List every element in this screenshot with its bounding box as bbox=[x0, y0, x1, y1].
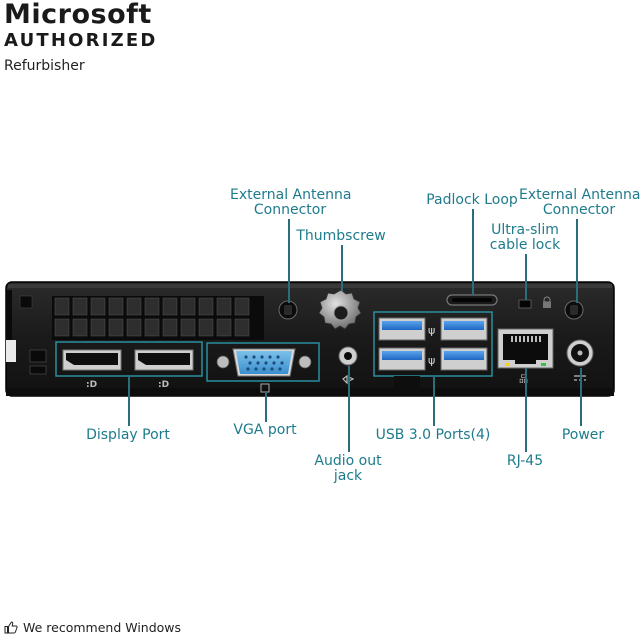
label-audio-out-jack: Audio out jack bbox=[303, 454, 393, 484]
label-line: External Antenna bbox=[519, 187, 640, 203]
label-line: Connector bbox=[542, 202, 616, 218]
svg-text:ψ: ψ bbox=[428, 324, 435, 337]
leader-power bbox=[580, 368, 582, 426]
brand-refurbisher: Refurbisher bbox=[4, 58, 85, 74]
display-port-pair: :D :D bbox=[55, 341, 203, 390]
label-ultra-slim-cable-lock: Ultra-slim cable lock bbox=[482, 223, 568, 253]
label-rj45: RJ-45 bbox=[506, 453, 544, 469]
label-power: Power bbox=[561, 427, 605, 443]
leader-ext-antenna-left bbox=[288, 219, 290, 303]
label-line: External Antenna bbox=[230, 187, 352, 203]
label-external-antenna-right: External Antenna Connector bbox=[519, 187, 640, 218]
padlock-loop bbox=[446, 294, 498, 306]
label-thumbscrew: Thumbscrew bbox=[296, 228, 386, 244]
brand-microsoft: Microsoft bbox=[4, 0, 152, 30]
svg-text::D: :D bbox=[158, 380, 169, 390]
audio-jack bbox=[338, 346, 358, 385]
label-external-antenna-left: External Antenna Connector bbox=[230, 187, 352, 218]
svg-text:ψ: ψ bbox=[428, 354, 435, 367]
leader-rj45 bbox=[525, 368, 527, 452]
label-line: Ultra-slim bbox=[491, 222, 559, 238]
leader-display-port bbox=[128, 376, 130, 426]
leader-ultra-slim bbox=[525, 254, 527, 300]
leader-audio-out bbox=[348, 366, 350, 452]
vga-connector bbox=[206, 342, 320, 393]
microsoft-authorized-logo: Microsoft AUTHORIZED Refurbisher bbox=[4, 0, 157, 76]
leader-padlock-loop bbox=[472, 209, 474, 295]
rj45-port: 品 bbox=[497, 328, 554, 385]
leader-thumbscrew bbox=[341, 245, 343, 291]
label-line: Connector bbox=[253, 202, 327, 218]
label-vga-port: VGA port bbox=[233, 422, 297, 438]
antenna-connector-right bbox=[564, 300, 584, 320]
antenna-connector-left bbox=[278, 300, 298, 320]
recommend-windows: We recommend Windows bbox=[4, 620, 181, 635]
label-line: jack bbox=[333, 468, 363, 484]
label-usb-ports: USB 3.0 Ports(4) bbox=[375, 427, 491, 443]
leader-ext-antenna-right bbox=[576, 219, 578, 303]
label-padlock-loop: Padlock Loop bbox=[426, 192, 518, 208]
vent-grid bbox=[52, 296, 264, 340]
thumbs-up-icon bbox=[4, 621, 18, 634]
usb-ports-block: ψ ψ bbox=[373, 311, 493, 392]
recommend-text: We recommend Windows bbox=[23, 620, 182, 635]
svg-text::D: :D bbox=[86, 380, 97, 390]
label-display-port: Display Port bbox=[86, 427, 170, 443]
brand-authorized: AUTHORIZED bbox=[4, 30, 158, 51]
leader-usb-ports bbox=[433, 376, 435, 426]
label-line: cable lock bbox=[489, 237, 561, 253]
thumbscrew-knob bbox=[318, 289, 362, 330]
svg-text:品: 品 bbox=[519, 374, 528, 385]
leader-vga-port bbox=[265, 392, 267, 422]
cable-lock-slot bbox=[518, 296, 551, 309]
label-line: Audio out bbox=[314, 453, 382, 469]
